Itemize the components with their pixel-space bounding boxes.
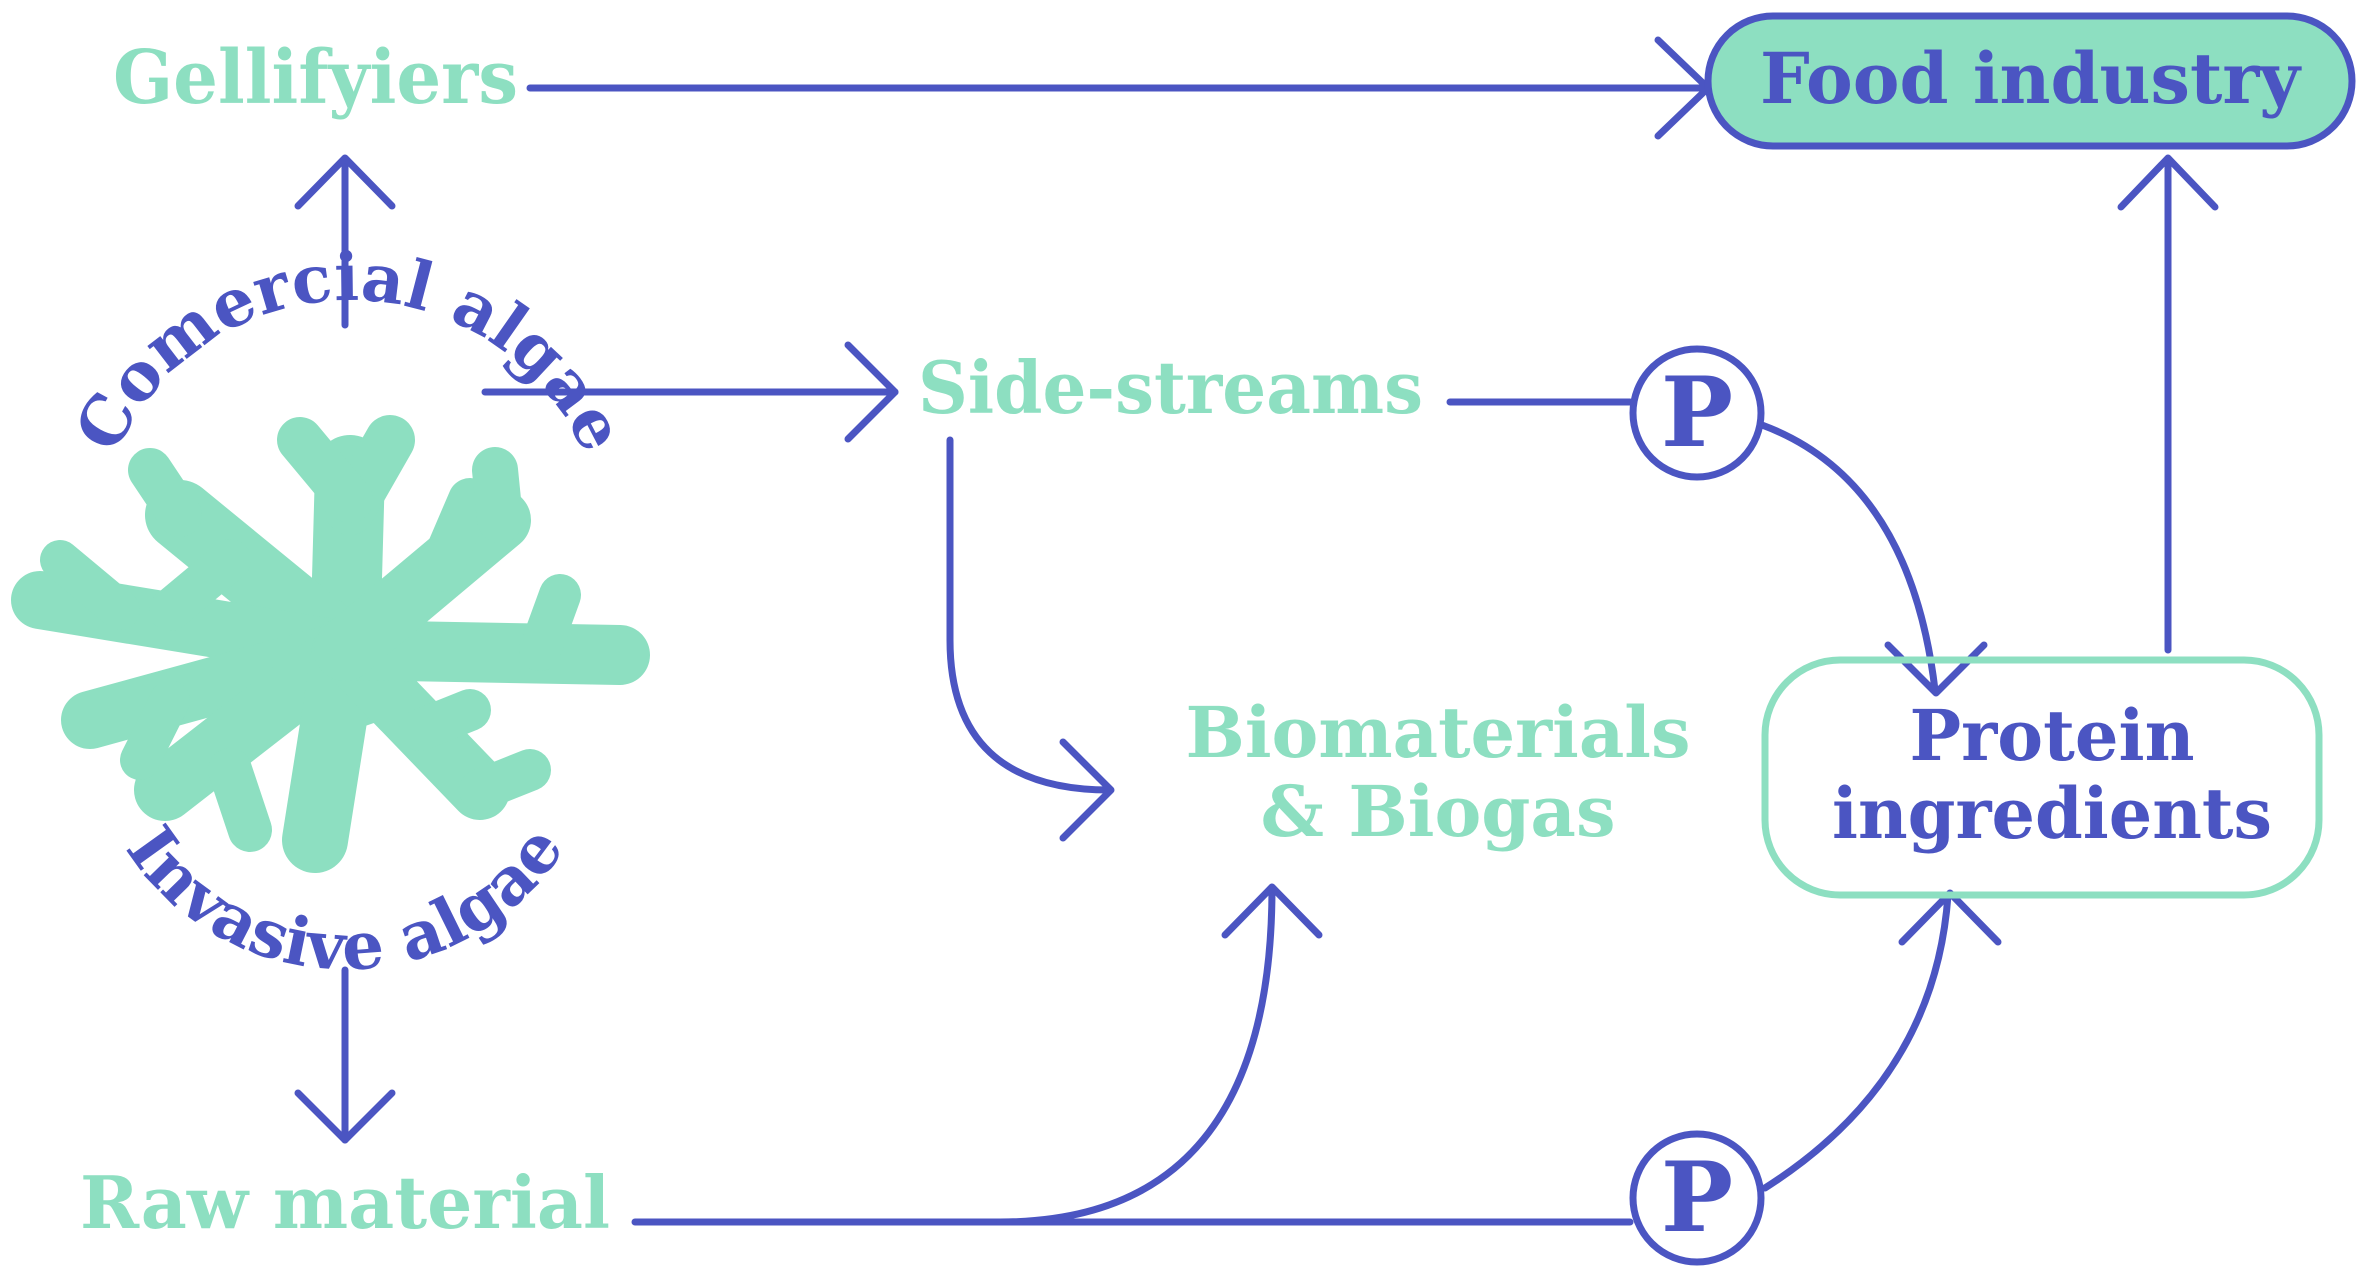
gellifyiers-label: Gellifyiers — [113, 35, 518, 121]
node-protein-ingredients: Protein ingredients — [1761, 656, 2323, 899]
food-industry-label: Food industry — [1760, 37, 2302, 120]
node-biomaterials-biogas: Biomaterials & Biogas — [1186, 691, 1691, 853]
protein-label-line2: ingredients — [1832, 772, 2272, 855]
edge-process-top-to-protein — [1758, 421, 1988, 697]
algae-badge: Comercial algae Invasive algae — [11, 238, 650, 986]
edge-algae-to-gellifyiers — [294, 154, 396, 329]
raw-material-label: Raw material — [80, 1160, 610, 1245]
protein-label-line1: Protein — [1910, 694, 2195, 777]
process-label-bottom: P — [1661, 1141, 1733, 1254]
biomaterials-label-line1: Biomaterials — [1186, 691, 1691, 774]
process-circle-icon: P — [1629, 345, 1765, 481]
algae-badge-top-text: Comercial algae — [59, 238, 641, 464]
edge-gellifyiers-to-food-industry — [526, 36, 1712, 140]
side-streams-label: Side-streams — [918, 345, 1423, 430]
edge-algae-to-side-streams — [481, 341, 899, 443]
node-food-industry: Food industry — [1704, 12, 2356, 150]
edge-process-bottom-to-protein — [1761, 889, 2002, 1192]
seaweed-icon — [11, 415, 650, 873]
process-circle-icon: P — [1629, 1130, 1765, 1266]
biomaterials-label-line2: & Biogas — [1261, 770, 1616, 853]
edge-algae-to-raw-material — [294, 966, 396, 1144]
process-label-top: P — [1661, 356, 1733, 469]
edge-raw-material-to-biomaterials — [996, 883, 1323, 1226]
edge-protein-to-food-industry — [2117, 154, 2219, 654]
edge-side-streams-to-biomaterials — [946, 436, 1115, 842]
